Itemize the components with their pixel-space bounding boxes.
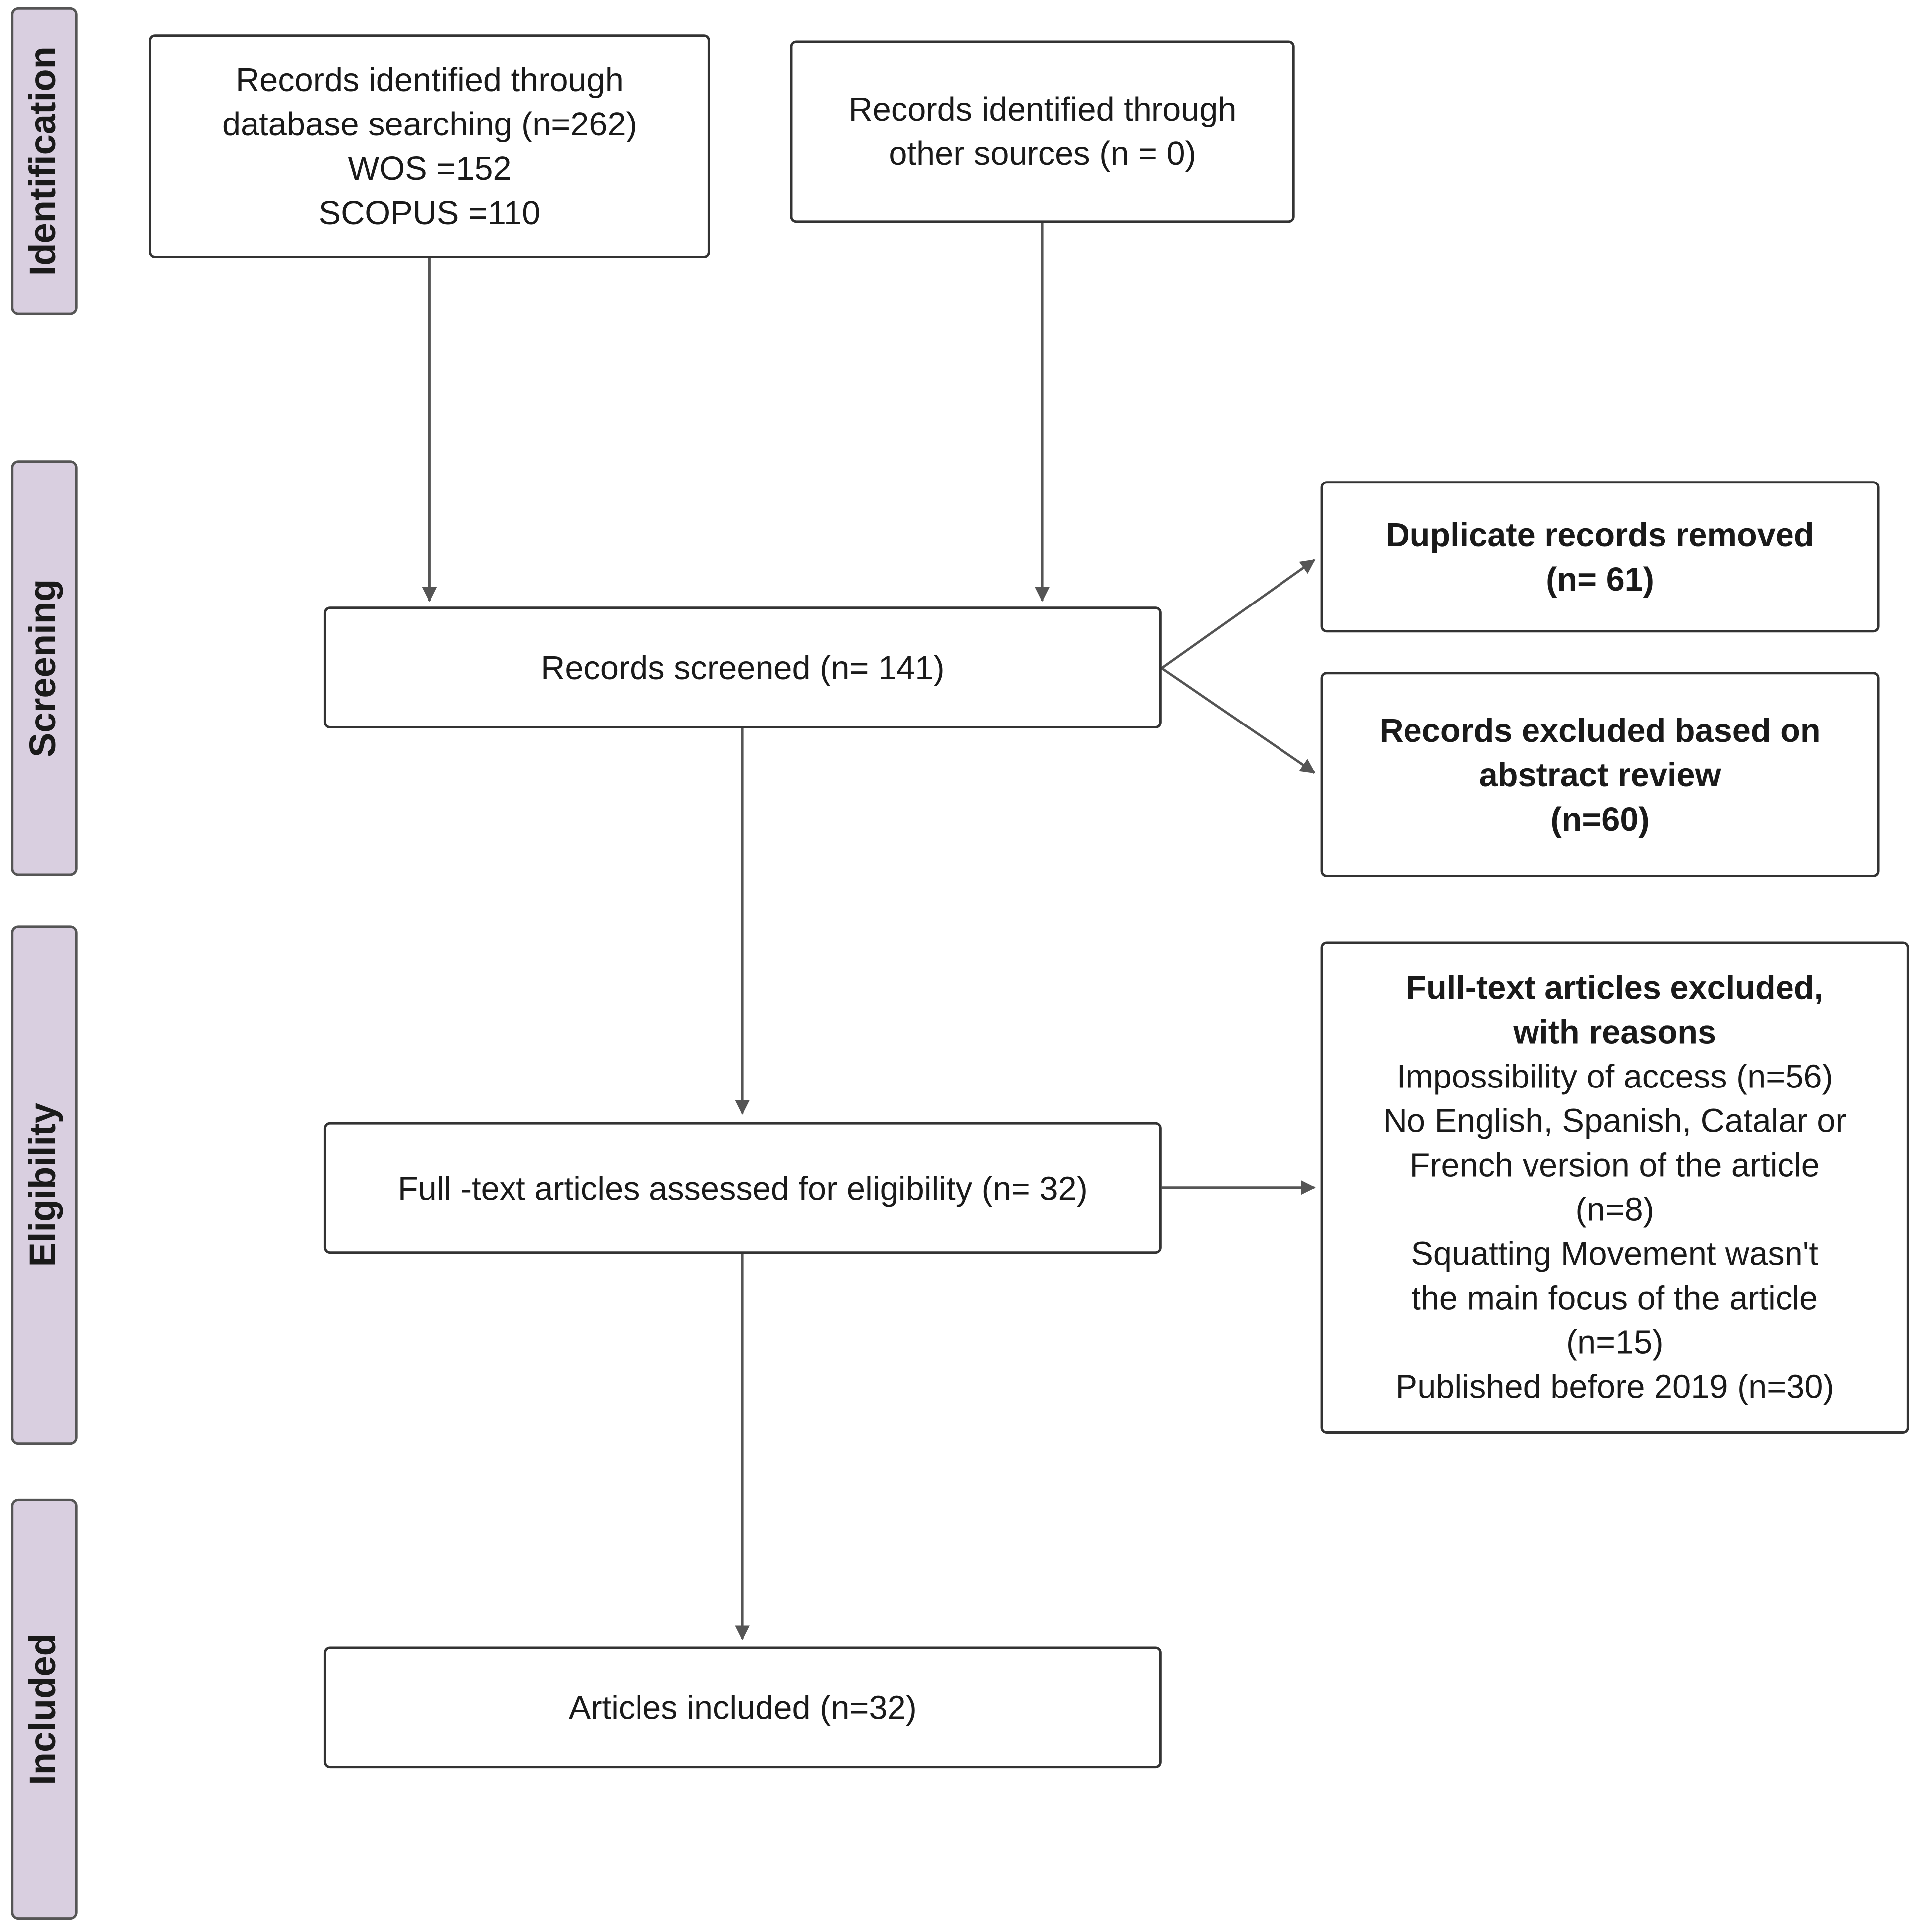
box-abstract-excluded-line-1: Records excluded based on [1379, 712, 1821, 749]
box-duplicates-removed: Duplicate records removed (n= 61) [1320, 481, 1880, 633]
box-other-sources-line-2: other sources (n = 0) [889, 135, 1196, 172]
phase-eligibility: Eligibility [11, 925, 78, 1445]
arrow-screened-to-duplicates [1161, 559, 1316, 669]
arrow-screened-to-abstract-excluded [1161, 667, 1316, 774]
box-duplicates-removed-line-1: Duplicate records removed [1386, 516, 1814, 553]
box-fulltext-excluded-line-6: the main focus of the article [1411, 1280, 1818, 1317]
box-database-search-line-4: SCOPUS =110 [318, 194, 541, 232]
box-records-screened-line-1: Records screened (n= 141) [541, 649, 945, 686]
box-fulltext-excluded-line-8: Published before 2019 (n=30) [1395, 1368, 1834, 1406]
box-database-search-line-1: Records identified through [235, 61, 624, 99]
box-articles-included: Articles included (n=32) [323, 1646, 1162, 1769]
box-database-search-line-3: WOS =152 [348, 150, 512, 187]
box-fulltext-excluded-line-1: Impossibility of access (n=56) [1396, 1058, 1833, 1095]
box-fulltext-excluded-line-5: Squatting Movement wasn't [1411, 1235, 1819, 1273]
phase-included: Included [11, 1498, 78, 1920]
box-other-sources-line-1: Records identified through [848, 91, 1237, 128]
box-fulltext-excluded-line-2: No English, Spanish, Catalar or [1383, 1102, 1847, 1140]
phase-screening: Screening [11, 460, 78, 876]
box-fulltext-assessed-line-1: Full -text articles assessed for eligibi… [397, 1169, 1088, 1207]
box-duplicates-removed-line-2: (n= 61) [1546, 560, 1655, 598]
box-articles-included-line-1: Articles included (n=32) [568, 1689, 917, 1726]
box-database-search: Records identified through database sear… [149, 34, 710, 258]
box-fulltext-excluded-line-3: French version of the article [1409, 1147, 1820, 1184]
box-abstract-excluded-line-2: abstract review [1479, 756, 1721, 793]
box-fulltext-excluded-heading-1: Full-text articles excluded, [1406, 969, 1824, 1007]
box-fulltext-excluded: Full-text articles excluded, with reason… [1320, 941, 1909, 1434]
box-fulltext-excluded-line-4: (n=8) [1575, 1191, 1655, 1228]
box-fulltext-assessed: Full -text articles assessed for eligibi… [323, 1122, 1162, 1254]
box-records-screened: Records screened (n= 141) [323, 606, 1162, 728]
box-other-sources: Records identified through other sources… [790, 40, 1295, 223]
box-fulltext-excluded-heading-2: with reasons [1513, 1014, 1717, 1051]
phase-identification: Identification [11, 7, 78, 315]
box-database-search-line-2: database searching (n=262) [222, 106, 637, 143]
box-abstract-excluded: Records excluded based on abstract revie… [1320, 672, 1880, 877]
box-abstract-excluded-line-3: (n=60) [1550, 800, 1650, 838]
box-fulltext-excluded-line-7: (n=15) [1566, 1324, 1664, 1361]
